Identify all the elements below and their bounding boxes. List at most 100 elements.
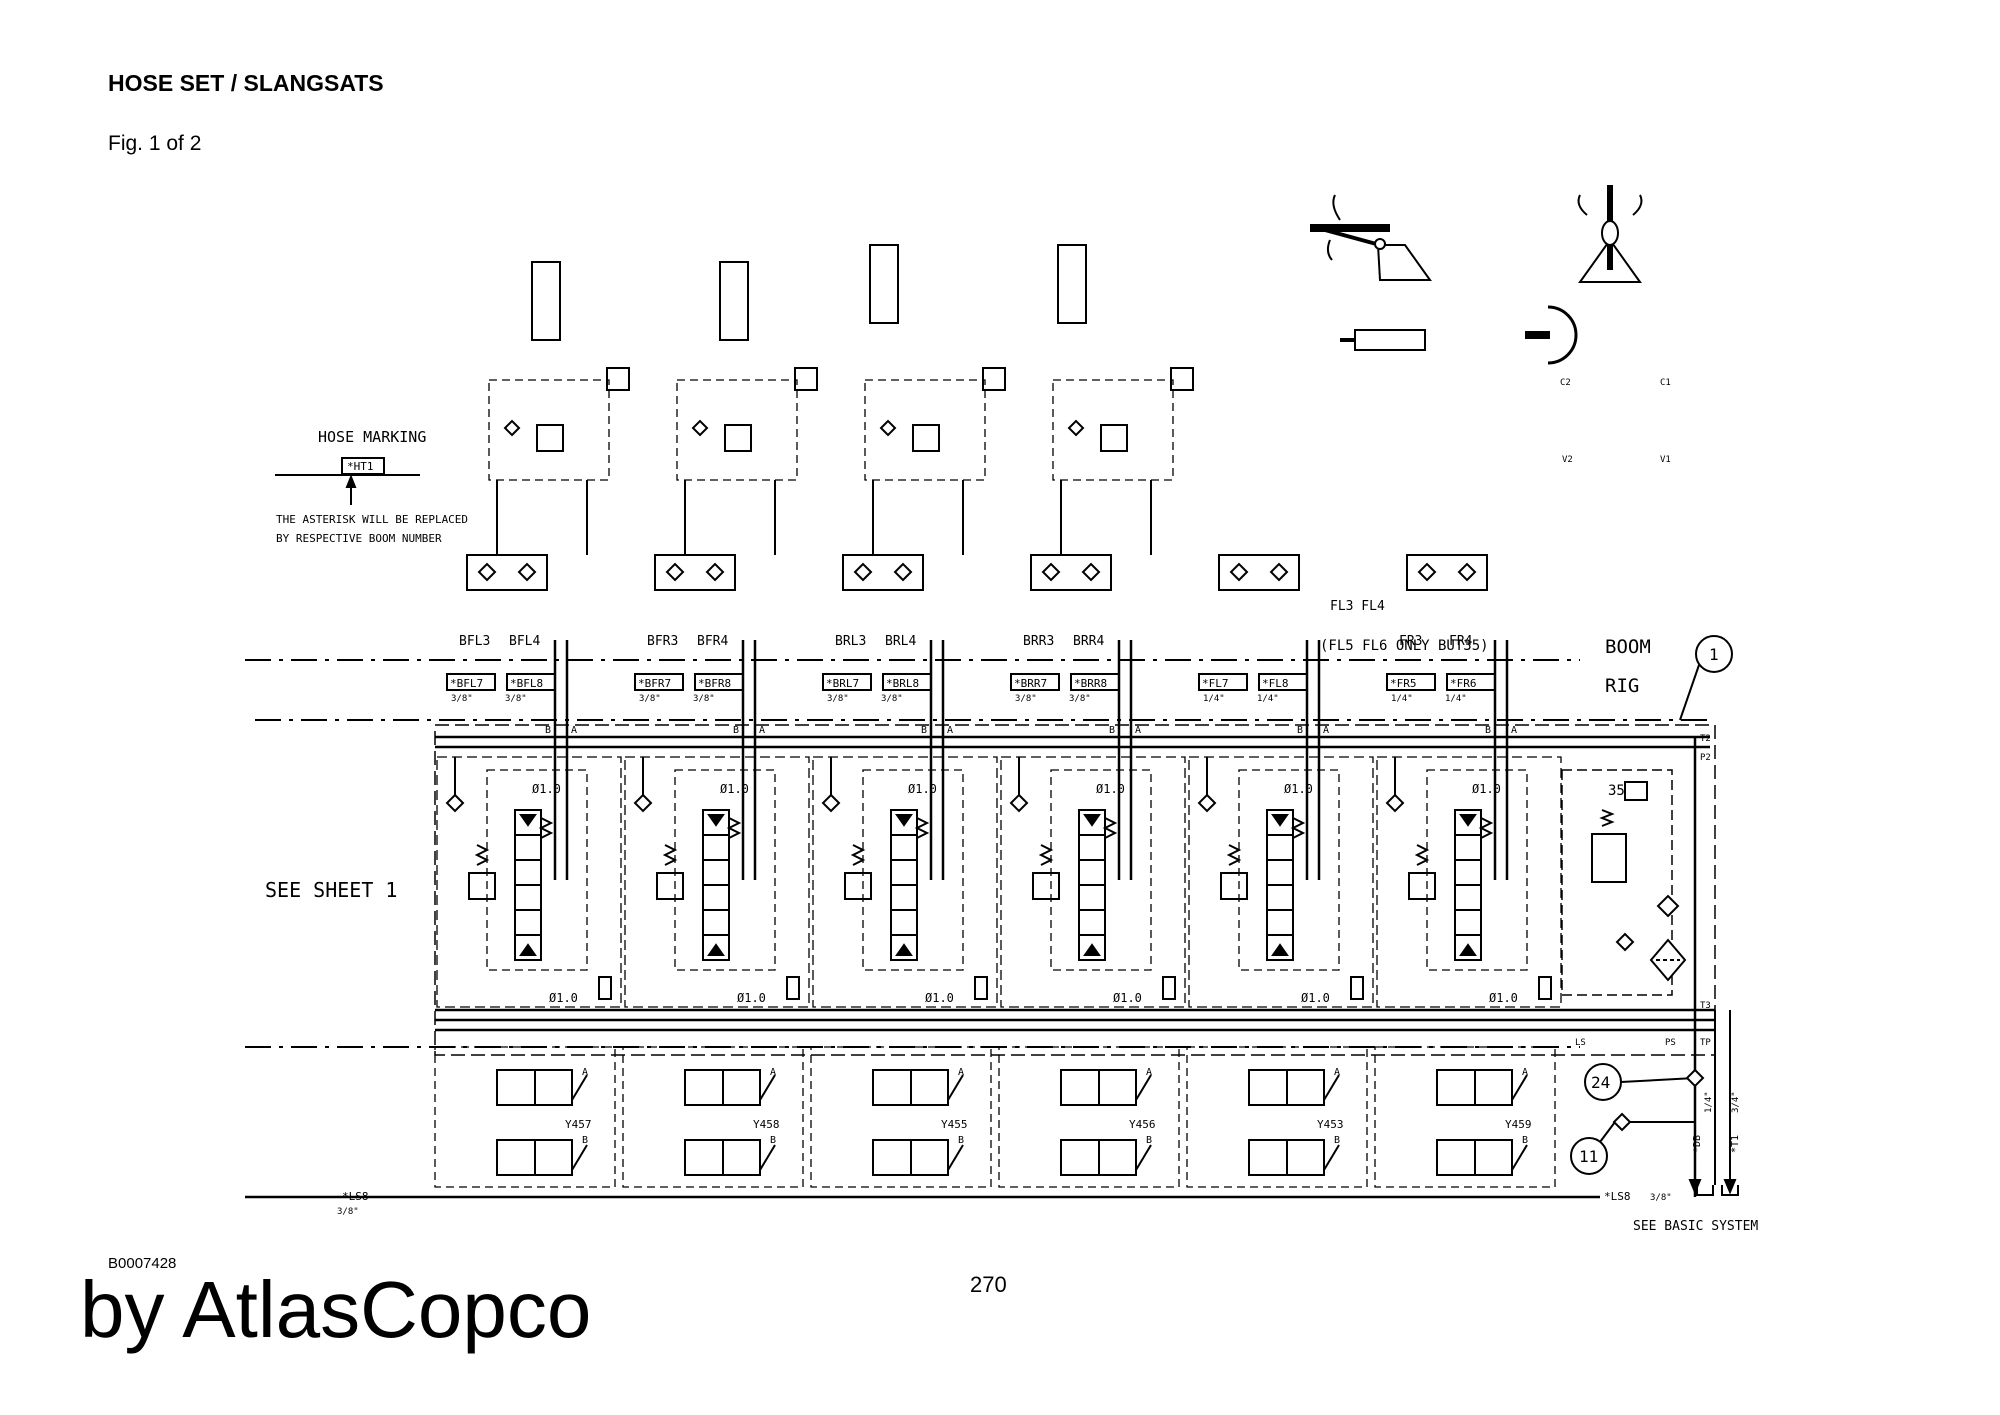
hose-tag-a: *FR5	[1390, 677, 1417, 690]
pressure-module	[1561, 769, 1673, 996]
boom-cylinder	[719, 261, 749, 341]
port-a-label: A	[759, 725, 765, 736]
solenoid-a-coil	[1323, 1074, 1340, 1101]
solenoid-b-coil	[1511, 1144, 1528, 1171]
figure-label: Fig. 1 of 2	[108, 132, 202, 155]
pilot-check-a	[853, 562, 873, 582]
callout-leader-11	[1599, 1121, 1616, 1143]
legend-note-2: BY RESPECTIVE BOOM NUMBER	[276, 532, 442, 545]
cylinder-port-block	[982, 367, 1006, 391]
hose-tag-a: *BRR7	[1014, 677, 1047, 690]
solenoid-port-a: A	[770, 1067, 776, 1078]
boom-hose-b: BFL4	[509, 634, 540, 649]
ls8-right-size: 3/8"	[1650, 1193, 1672, 1203]
hose-size-a: 1/4"	[1203, 694, 1225, 704]
pilot-check-a	[665, 562, 685, 582]
boom-hose-b: BRR4	[1073, 634, 1104, 649]
port-a-label: A	[1135, 725, 1141, 736]
callout-circle-11	[1570, 1137, 1608, 1175]
page-number: 270	[970, 1272, 1007, 1297]
spool-spring	[1478, 817, 1494, 839]
section-enclosure	[812, 756, 998, 1008]
solenoid-port-b: B	[958, 1135, 964, 1146]
filter-symbol	[1649, 938, 1687, 982]
hose-tag-box-a	[446, 673, 496, 691]
compensator-valve	[844, 872, 872, 900]
solenoid-label: Y458	[753, 1118, 780, 1131]
pilot-check-block	[654, 554, 736, 591]
section-enclosure	[624, 756, 810, 1008]
hose-tag-box-b	[1446, 673, 1496, 691]
db-tag: *DB	[1692, 1135, 1703, 1153]
orifice-label-top: Ø1.0	[1472, 782, 1501, 796]
holding-valve-enclosure	[488, 379, 610, 481]
solenoid-port-a: A	[582, 1067, 588, 1078]
solenoid-b-coil	[759, 1144, 776, 1171]
solenoid-enclosure	[434, 1046, 616, 1188]
spool-enclosure	[1050, 769, 1152, 971]
section-enclosure	[1376, 756, 1562, 1008]
spool-arrow-top	[519, 814, 537, 827]
holding-valve	[536, 424, 564, 452]
solenoid-b-coil	[947, 1144, 964, 1171]
spool-arrow-top	[1083, 814, 1101, 827]
solenoid-b-coil	[1135, 1144, 1152, 1171]
compensator-spring	[850, 844, 866, 866]
solenoid-label: Y456	[1129, 1118, 1156, 1131]
test-point-24	[1685, 1068, 1705, 1088]
rig-enclosure	[434, 724, 1716, 1056]
pilot-check-b	[1269, 562, 1289, 582]
feed-pivot	[1374, 238, 1386, 250]
document-number: B0007428	[108, 1255, 177, 1272]
solenoid-enclosure	[810, 1046, 992, 1188]
spool-arrow-bottom	[1083, 943, 1101, 956]
hose-tag-a: *FL7	[1202, 677, 1229, 690]
hose-tag-b: *BRR8	[1074, 677, 1107, 690]
hose-tag-box-a	[1010, 673, 1060, 691]
callout-24-label: 24	[1591, 1073, 1610, 1092]
spool-arrow-bottom	[519, 943, 537, 956]
port-b-label: B	[733, 725, 739, 736]
spool-arrow-top	[1459, 814, 1477, 827]
spool-spring	[1290, 817, 1306, 839]
hose-size-b: 1/4"	[1257, 694, 1279, 704]
compensator-spring	[1414, 844, 1430, 866]
solenoid-label: Y453	[1317, 1118, 1344, 1131]
arrow-t1	[1723, 1179, 1737, 1195]
holding-check	[503, 419, 521, 437]
compensator-valve	[468, 872, 496, 900]
orifice-label-bottom: Ø1.0	[737, 991, 766, 1005]
page-title: HOSE SET / SLANGSATS	[108, 70, 384, 96]
db-size: 1/4"	[1704, 1091, 1714, 1113]
port-a-label: A	[1323, 725, 1329, 736]
holding-valve	[724, 424, 752, 452]
solenoid-enclosure	[622, 1046, 804, 1188]
solenoid-a-coil	[571, 1074, 588, 1101]
port-b-label: B	[545, 725, 551, 736]
holding-valve-enclosure	[864, 379, 986, 481]
holding-valve-enclosure	[1052, 379, 1174, 481]
spool-enclosure	[862, 769, 964, 971]
orifice-label-top: Ø1.0	[720, 782, 749, 796]
pilot-check-b	[1457, 562, 1477, 582]
arrow-db	[1688, 1179, 1702, 1195]
callout-leader-24	[1620, 1077, 1696, 1083]
section-check-valve	[633, 793, 653, 813]
shuttle-valve	[1538, 976, 1552, 1000]
spool-arrow-bottom	[895, 943, 913, 956]
fl-top-label: FL3 FL4	[1330, 599, 1385, 614]
hose-tag-b: *BRL8	[886, 677, 919, 690]
pilot-check-block	[842, 554, 924, 591]
shuttle-valve	[1350, 976, 1364, 1000]
port-c1: C1	[1660, 378, 1671, 388]
boom-hose-b: FR4	[1449, 634, 1473, 649]
feed-triangle	[1376, 244, 1432, 281]
spool-spring	[726, 817, 742, 839]
hose-tag-b: *FL8	[1262, 677, 1289, 690]
check-valve-11	[1612, 1112, 1632, 1132]
hose-tag-b: *FR6	[1450, 677, 1477, 690]
